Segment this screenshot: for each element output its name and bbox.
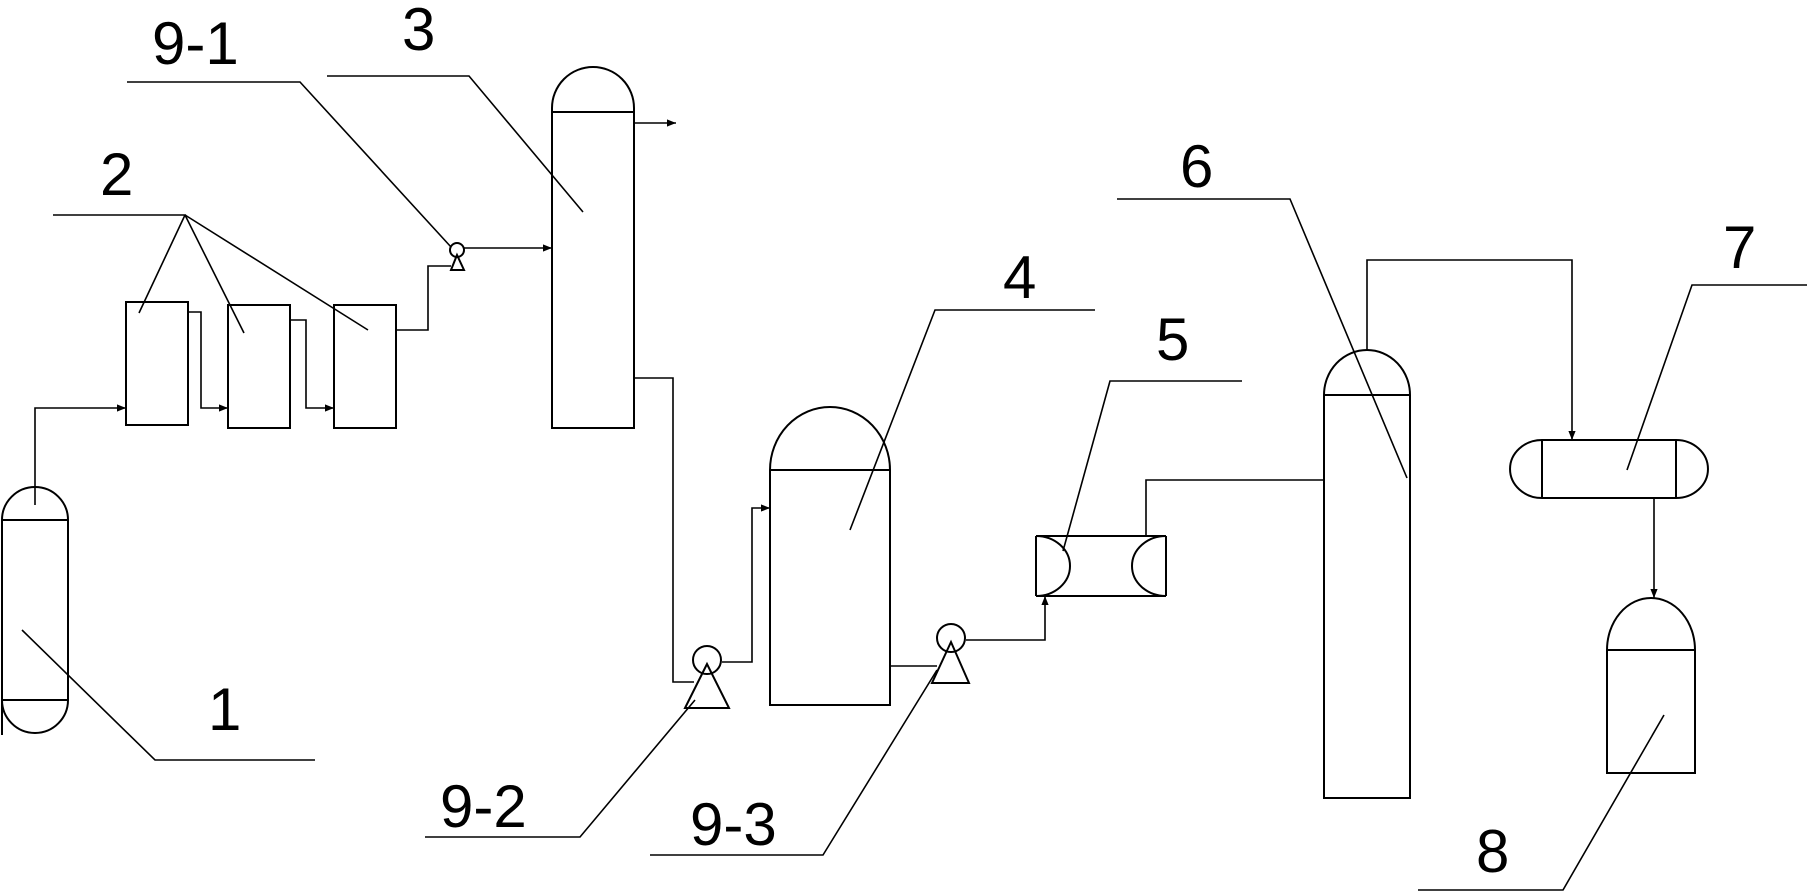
tank-1 <box>0 486 69 735</box>
vessel-group-2 <box>125 301 397 429</box>
label-3: 3 <box>402 0 435 63</box>
vessel-4 <box>769 406 891 706</box>
horizontal-vessel-5 <box>1035 535 1167 597</box>
label-9-2: 9-2 <box>440 773 527 840</box>
process-piping <box>34 119 1658 683</box>
label-5: 5 <box>1156 306 1189 373</box>
column-6 <box>1323 349 1411 799</box>
pump-9-3 <box>930 623 971 684</box>
tank-8 <box>1606 597 1696 774</box>
leader-lines <box>21 75 1807 891</box>
label-8: 8 <box>1476 818 1509 885</box>
label-7: 7 <box>1723 214 1756 281</box>
label-1: 1 <box>208 676 241 743</box>
label-9-1: 9-1 <box>152 10 239 77</box>
labels: 1 2 3 4 5 6 7 8 9-1 9-2 9-3 <box>100 0 1756 885</box>
horizontal-vessel-7 <box>1509 439 1709 499</box>
pump-9-1 <box>449 242 466 271</box>
label-2: 2 <box>100 141 133 208</box>
label-9-3: 9-3 <box>690 791 777 858</box>
column-3 <box>551 66 635 429</box>
pump-9-2 <box>683 645 731 709</box>
label-6: 6 <box>1180 133 1213 200</box>
label-4: 4 <box>1003 244 1036 311</box>
